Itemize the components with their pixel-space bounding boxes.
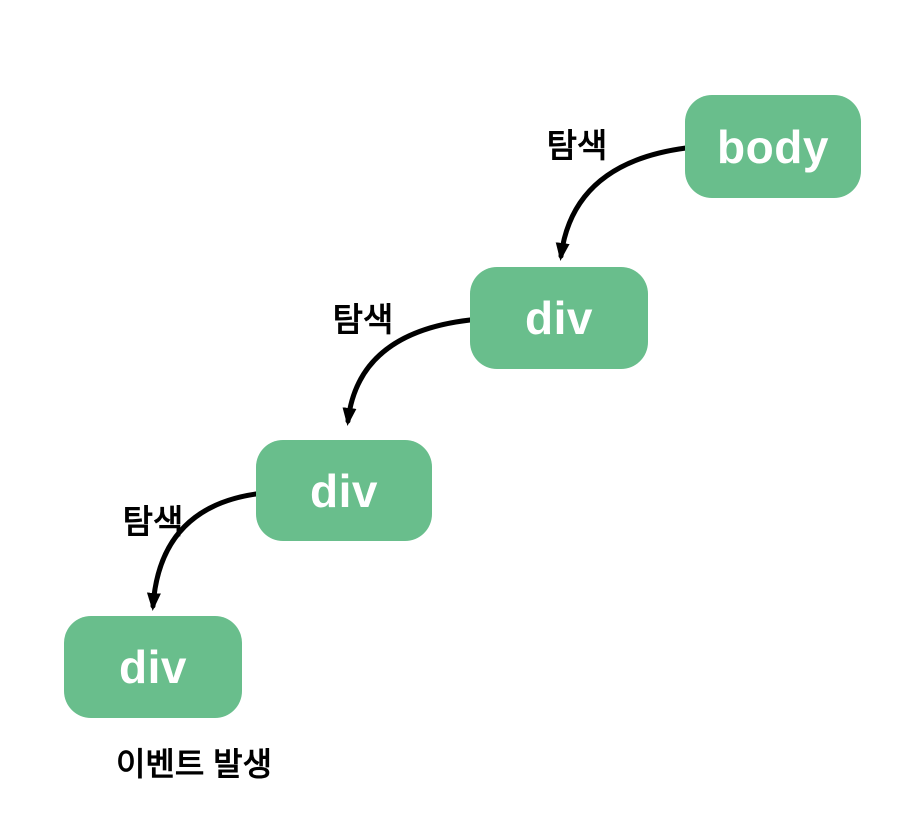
node-div-2: div [256,440,432,541]
edge-label-traverse-3: 탐색 [122,503,184,540]
node-body: body [685,95,861,198]
node-div-1: div [470,267,648,369]
edge-label-traverse-1: 탐색 [546,127,608,164]
node-div-3: div [64,616,242,718]
edge-label-traverse-2: 탐색 [332,301,394,338]
event-origin-caption: 이벤트 발생 [115,746,273,782]
